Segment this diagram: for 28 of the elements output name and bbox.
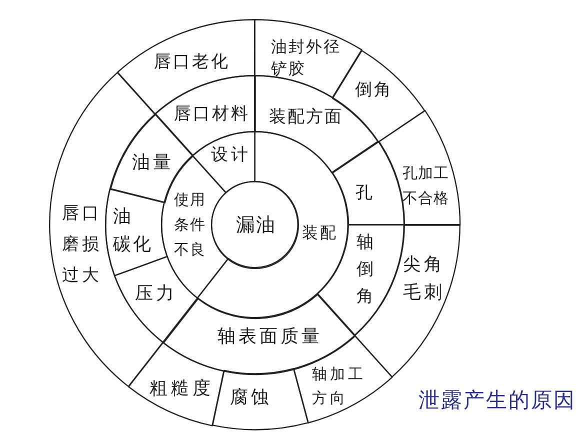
center-circle	[211, 181, 299, 269]
ring-sector	[192, 131, 256, 194]
sector-label: 轴表面质量	[217, 326, 322, 348]
sector-label: 轴加工方向	[312, 364, 366, 409]
sector-label: 装配方面	[268, 106, 343, 127]
sector-label: 唇口材料	[174, 104, 250, 124]
sector-label: 唇口磨损过大	[62, 202, 102, 288]
sector-label: 压力	[134, 282, 177, 305]
ring-sector	[114, 256, 198, 343]
center-label: 漏油	[236, 212, 276, 237]
ring-sector	[212, 368, 309, 431]
sector-label: 轴倒角	[356, 231, 374, 308]
sector-label: 油碳化	[112, 204, 153, 257]
caption: 泄露产生的原因	[418, 387, 576, 413]
sector-label: 设计	[210, 144, 251, 165]
sector-label: 装配	[302, 222, 338, 243]
sector-label: 尖角毛刺	[402, 252, 445, 305]
sector-label: 倒角	[354, 80, 393, 100]
sector-label: 油量	[132, 152, 174, 174]
sector-label: 孔	[355, 182, 372, 203]
sector-label: 粗糙度	[150, 378, 214, 400]
sector-label: 唇口老化	[154, 52, 230, 72]
sector-label: 油封外径铲胶	[270, 36, 341, 80]
sector-label: 腐蚀	[230, 386, 272, 409]
sector-label: 使用条件不良	[174, 189, 206, 260]
ring-sector	[378, 110, 461, 226]
sector-label: 孔加工不合格	[402, 162, 450, 209]
ring-sector	[105, 188, 168, 277]
